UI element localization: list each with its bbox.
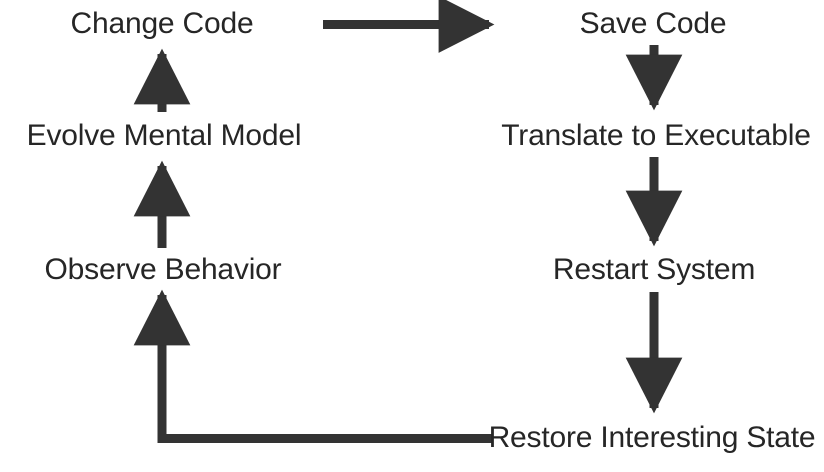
node-change-code: Change Code [70,7,254,40]
node-restart-system: Restart System [552,253,756,286]
arrow-restore-state-to-observe-behavior [133,289,492,443]
node-save-code: Save Code [579,7,727,40]
node-translate-to-executable: Translate to Executable [501,119,811,152]
node-restore-interesting-state: Restore Interesting State [488,421,816,454]
node-evolve-mental-model: Evolve Mental Model [26,119,302,152]
node-observe-behavior: Observe Behavior [44,253,282,286]
